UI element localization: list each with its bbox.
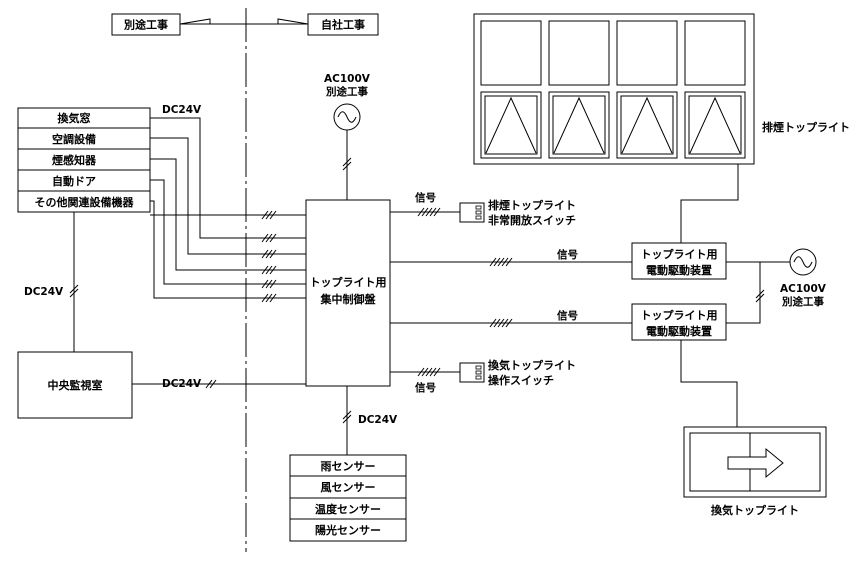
drive-unit-1-box: トップライト用 電動駆動装置 xyxy=(631,242,727,280)
vent-switch-line1: 換気トップライト xyxy=(488,358,576,372)
wire-ticks-power-right xyxy=(755,289,765,303)
power-right-line1: AC100V xyxy=(780,283,827,295)
sensor-sunlight: 陽光センサー xyxy=(315,523,381,537)
signal-smoke-switch-label: 信号 xyxy=(415,191,436,204)
smoke-switch-icon xyxy=(459,202,485,223)
smoke-toplight-label: 排煙トップライト xyxy=(762,120,850,134)
zone-right-label: 自社工事 xyxy=(307,13,379,36)
wire-ticks-sensors xyxy=(342,410,352,424)
vent-toplight-drawing xyxy=(683,426,827,498)
wire-ticks-inputs xyxy=(261,210,277,303)
smoke-switch-line2: 非常開放スイッチ xyxy=(488,213,576,227)
zone-divider xyxy=(179,8,309,552)
zone-left-text: 別途工事 xyxy=(123,18,168,32)
ac-source-top-icon xyxy=(333,103,361,131)
input-devices-box: 換気窓 空調設備 煙感知器 自動ドア その他関連設備機器 xyxy=(17,107,151,213)
sensor-temperature: 温度センサー xyxy=(315,502,381,516)
sensor-rain: 雨センサー xyxy=(321,460,376,473)
power-top-line2: 別途工事 xyxy=(325,85,368,98)
wire-ticks-power-top xyxy=(342,157,352,171)
wire-ticks-drive-1 xyxy=(489,257,513,267)
smoke-toplight-drawing xyxy=(473,13,755,165)
sensor-wind: 風センサー xyxy=(321,481,376,494)
wire-drive-2-to-vent-toplight xyxy=(680,340,738,427)
drive-unit-1-line1: トップライト用 xyxy=(641,247,718,261)
vent-switch-icon xyxy=(459,362,485,383)
drive-unit-2-box: トップライト用 電動駆動装置 xyxy=(631,303,727,341)
input-automatic-door: 自動ドア xyxy=(52,174,96,188)
wire-ticks-smoke-switch xyxy=(417,207,441,217)
control-panel-line1: トップライト用 xyxy=(310,275,387,289)
power-right-line2: 別途工事 xyxy=(781,295,824,308)
control-panel-box: トップライト用 集中制御盤 xyxy=(305,199,391,387)
sensors-box: 雨センサー 風センサー 温度センサー 陽光センサー xyxy=(289,454,407,542)
dc24v-monitor-label: DC24V xyxy=(162,378,202,390)
input-wires xyxy=(150,117,306,299)
wire-ticks-vent-switch xyxy=(417,367,441,377)
zone-left-label: 別途工事 xyxy=(111,13,181,36)
wire-ticks-monitor xyxy=(205,379,217,389)
dc24v-left-label: DC24V xyxy=(24,286,64,298)
drive-unit-2-line1: トップライト用 xyxy=(641,308,718,322)
drive-unit-1-line2: 電動駆動装置 xyxy=(646,263,712,277)
vent-toplight-label: 換気トップライト xyxy=(711,503,799,517)
input-other-equipment: その他関連設備機器 xyxy=(35,195,135,209)
central-monitor-label: 中央監視室 xyxy=(48,378,103,392)
central-monitor-box: 中央監視室 xyxy=(17,351,133,419)
wire-drive-2-to-power xyxy=(726,262,761,324)
vent-switch-line2: 操作スイッチ xyxy=(488,373,554,387)
signal-vent-switch-label: 信号 xyxy=(415,381,436,394)
input-ventilation-window: 換気窓 xyxy=(58,111,91,125)
input-smoke-detector: 煙感知器 xyxy=(52,153,97,167)
wire-drive-1-to-smoke-toplight xyxy=(680,164,739,243)
power-top-line1: AC100V xyxy=(324,73,371,85)
dc24v-sensors-label: DC24V xyxy=(358,414,398,426)
smoke-switch-line1: 排煙トップライト xyxy=(488,198,576,212)
signal-drive-2-label: 信号 xyxy=(557,309,578,322)
input-air-conditioning: 空調設備 xyxy=(52,132,96,146)
wire-ticks-left xyxy=(69,284,79,298)
drive-unit-2-line2: 電動駆動装置 xyxy=(646,324,712,338)
ac-source-right-icon xyxy=(789,248,817,276)
zone-right-text: 自社工事 xyxy=(321,18,365,32)
dc24v-inputs-label: DC24V xyxy=(162,104,202,116)
control-panel-line2: 集中制御盤 xyxy=(320,292,377,306)
signal-drive-1-label: 信号 xyxy=(557,248,578,261)
wire-ticks-drive-2 xyxy=(489,318,513,328)
